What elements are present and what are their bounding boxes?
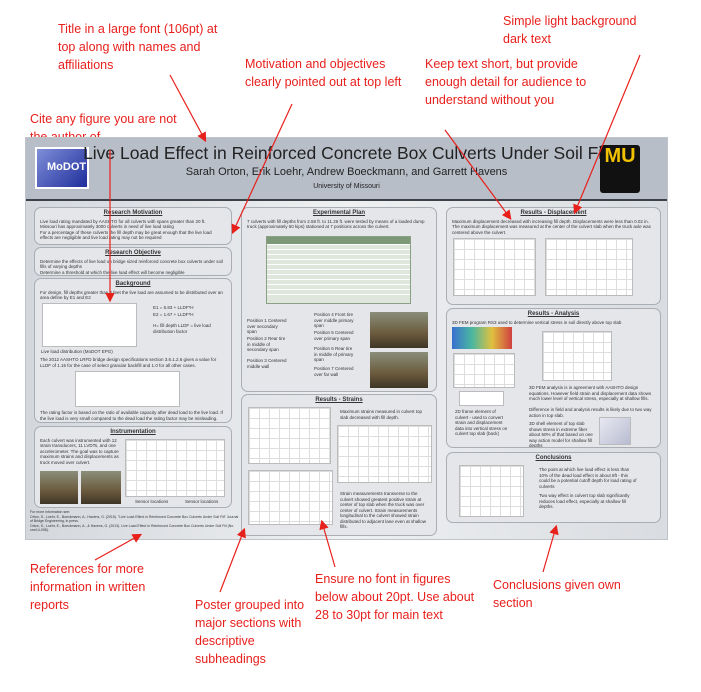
- mu-logo: MU: [600, 145, 640, 193]
- analysis-intro: 3D FEM program RS3 used to determine ver…: [452, 319, 622, 325]
- spec-text: The 2012 AASHTO LRFD bridge design speci…: [40, 357, 217, 368]
- modot-logo: MoDOT: [35, 147, 89, 189]
- equation-e2: E2 = 1.67 + LLDF*H: [153, 312, 194, 317]
- displacement-profile-chart: [545, 238, 633, 296]
- position-label: Position 1 Centered over secondary span: [247, 318, 287, 334]
- frame-caption: 2D frame element of culvert - used to co…: [455, 409, 508, 436]
- analysis-text: 3D shell element of top slab shows stres…: [529, 421, 593, 448]
- section-motivation: Research Motivation Live load rating man…: [34, 207, 232, 245]
- culvert-table: [266, 236, 411, 304]
- live-load-distribution-figure: [42, 303, 137, 347]
- fem-model-figure: [452, 327, 512, 349]
- reference-item: Orton, S., Loehr, E., Boeckmann, A., & H…: [30, 523, 235, 533]
- annotation-references: References for more information in writt…: [30, 562, 146, 612]
- vertical-stress-chart: [542, 331, 612, 381]
- arrow: [169, 74, 207, 143]
- section-conclusions: Conclusions The point at which live load…: [446, 452, 661, 523]
- arrow: [573, 54, 641, 215]
- position-label: Position 2 Rear tire in middle of second…: [247, 336, 286, 352]
- annotation-title: Title in a large font (106pt) at top alo…: [58, 22, 218, 72]
- section-objective: Research Objective Determine the effects…: [34, 247, 232, 276]
- references: For more information see: Orton, S., Loe…: [30, 510, 240, 533]
- section-experimental-plan: Experimental Plan 7 culverts with fill d…: [241, 207, 437, 392]
- conclusion-text: Two way effect in culvert top slab signi…: [539, 493, 630, 509]
- section-heading: Results - Analysis: [527, 311, 580, 317]
- equation-e1: E1 = 5.83 + LLDF*H: [153, 305, 194, 310]
- section-instrumentation: Instrumentation Each culvert was instrum…: [34, 426, 232, 508]
- reference-item: Orton, S., Loehr, E., Boeckmann, A., Hav…: [30, 514, 239, 524]
- position-label: Position 7 Centered over far wall: [314, 366, 354, 377]
- truck-photo: [370, 352, 428, 388]
- culvert-photo: [40, 471, 78, 504]
- arrow: [542, 524, 559, 573]
- annotation-conclusions: Conclusions given own section: [493, 578, 621, 610]
- annotation-sections: Poster grouped into major sections with …: [195, 598, 305, 666]
- annotation-short-text: Keep text short, but provide enough deta…: [425, 57, 587, 107]
- strains-text: Strain measurements transverse to the cu…: [340, 491, 427, 529]
- strain-vs-depth-chart: [248, 407, 331, 464]
- load-effect-ratio-chart: [459, 465, 524, 517]
- section-heading: Research Objective: [105, 250, 161, 256]
- equation-note: H= fill depth LLDF = live load distribut…: [153, 323, 211, 334]
- longitudinal-strain-chart: [248, 470, 333, 525]
- references-label: For more information see:: [30, 510, 71, 514]
- figure-caption: Sensor locations: [135, 499, 169, 504]
- section-heading: Results - Strains: [315, 397, 363, 403]
- section-background: Background For design, fill depths great…: [34, 278, 232, 423]
- instrumentation-text: Each culvert was instrumented with 12 st…: [40, 437, 119, 465]
- annotation-motivation: Motivation and objectives clearly pointe…: [245, 57, 402, 89]
- section-results-strains: Results - Strains Maximum strains measur…: [241, 394, 437, 536]
- poster-affiliation: University of Missouri: [313, 183, 380, 190]
- poster-authors: Sarah Orton, Erik Loehr, Andrew Boeckman…: [185, 166, 508, 178]
- bullet: Determine the effects of live load on br…: [40, 258, 224, 270]
- section-results-displacement: Results - Displacement Maximum displacem…: [446, 207, 661, 305]
- rating-factor-equation: [75, 371, 180, 407]
- figure-caption: Live load distribution (MoDOT EPG): [41, 349, 113, 354]
- bullet: Determine a threshold at which the live …: [40, 269, 185, 275]
- truck-photo: [370, 312, 428, 348]
- section-heading: Instrumentation: [110, 429, 156, 435]
- strains-text: Maximum strains measured in culvert top …: [340, 409, 423, 420]
- section-results-analysis: Results - Analysis 3D FEM program RS3 us…: [446, 308, 661, 448]
- position-label: Position 5 Centered over primary span: [314, 330, 354, 341]
- stress-curve-chart: [453, 353, 515, 388]
- displacement-text: Maximum displacement decreased with incr…: [452, 218, 651, 235]
- position-label: Position 6 Rear tire in middle of primar…: [314, 346, 354, 362]
- poster-header: MoDOT Live Load Effect in Reinforced Con…: [26, 138, 667, 201]
- analysis-text: 3D FEM analysis is in agreement with AAS…: [529, 385, 652, 401]
- conclusion-text: The point at which live load effect is l…: [539, 467, 637, 489]
- arrow: [444, 129, 512, 220]
- position-label: Position 3 Centered middle wall: [247, 358, 287, 369]
- section-heading: Experimental Plan: [312, 210, 366, 216]
- displacement-vs-depth-chart: [453, 238, 536, 296]
- bullet: Live load rating mandated by AASHTO for …: [40, 218, 206, 224]
- position-label: Position 4 Front tire over middle primar…: [314, 312, 354, 328]
- background-intro: For design, fill depths greater than 2 f…: [40, 289, 223, 301]
- arrow: [219, 527, 246, 593]
- analysis-text: Difference in field and analysis results…: [529, 407, 652, 418]
- arrow: [231, 103, 293, 235]
- plan-text: 7 culverts with fill depths from 2.58 ft…: [247, 218, 425, 230]
- bullet: Missouri has approximately 3000 culverts…: [40, 224, 174, 229]
- sensor-layout-figure: [125, 439, 225, 497]
- annotation-font: Ensure no font in figures below about 20…: [315, 572, 475, 622]
- rating-text: The rating factor is based on the ratio …: [40, 410, 223, 421]
- shell-element-figure: [599, 417, 631, 445]
- section-heading: Results - Displacement: [520, 210, 587, 216]
- arrow: [94, 533, 143, 561]
- annotation-background: Simple light background dark text: [503, 14, 637, 46]
- section-heading: Conclusions: [535, 455, 572, 461]
- culvert-photo: [81, 471, 121, 504]
- section-heading: Background: [115, 281, 151, 287]
- figure-caption: Sensor locations: [185, 499, 219, 504]
- bullet: For a percentage of these culverts the f…: [40, 229, 212, 241]
- poster-title: Live Load Effect in Reinforced Concrete …: [83, 143, 610, 163]
- poster: MoDOT Live Load Effect in Reinforced Con…: [25, 137, 668, 540]
- arrow: [319, 519, 336, 568]
- transverse-strain-chart: [337, 425, 432, 483]
- section-heading: Research Motivation: [103, 210, 163, 216]
- frame-element-figure: [459, 391, 504, 406]
